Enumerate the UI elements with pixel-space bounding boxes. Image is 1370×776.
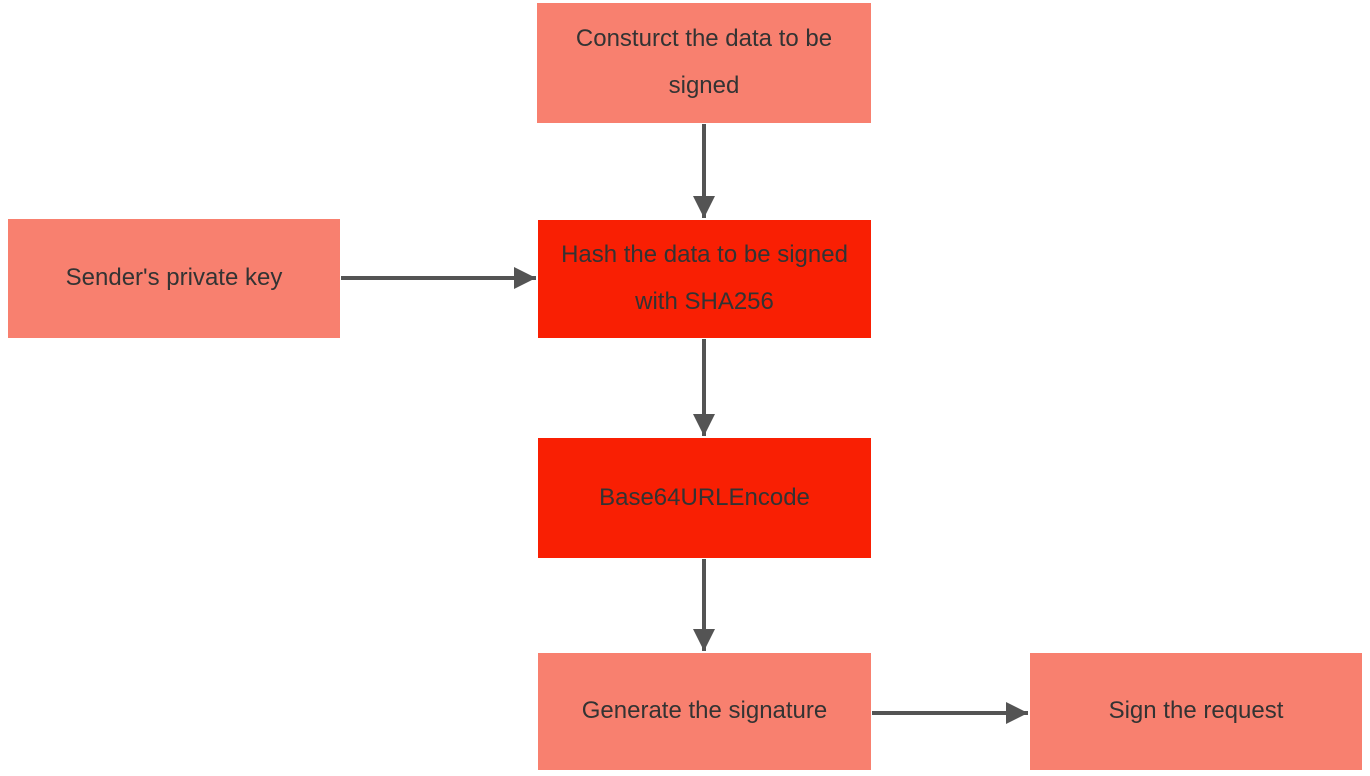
node-label-sender-private-key: Sender's private key — [65, 264, 283, 292]
node-sign-request: Sign the request — [1030, 653, 1362, 770]
node-construct-data: Consturct the data to be signed — [537, 3, 871, 123]
node-sender-private-key: Sender's private key — [8, 219, 340, 338]
node-hash-data: Hash the data to be signed with SHA256 — [538, 220, 871, 338]
node-label-sign-request: Sign the request — [1108, 697, 1284, 725]
node-label-generate-signature: Generate the signature — [581, 697, 828, 725]
node-base64-url-encode: Base64URLEncode — [538, 438, 871, 558]
node-generate-signature: Generate the signature — [538, 653, 871, 770]
node-label-construct-data: Consturct the data to be signed — [575, 25, 833, 99]
node-label-hash-data: Hash the data to be signed with SHA256 — [561, 241, 848, 315]
node-label-base64-url-encode: Base64URLEncode — [599, 483, 810, 511]
